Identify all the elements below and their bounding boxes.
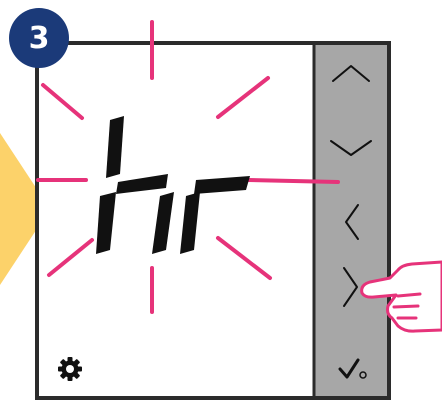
- step-number: 3: [29, 21, 50, 56]
- blink-ray-right: [248, 180, 338, 182]
- step-badge: 3: [9, 8, 69, 68]
- button-panel: [314, 45, 387, 396]
- gear-icon[interactable]: [58, 357, 82, 381]
